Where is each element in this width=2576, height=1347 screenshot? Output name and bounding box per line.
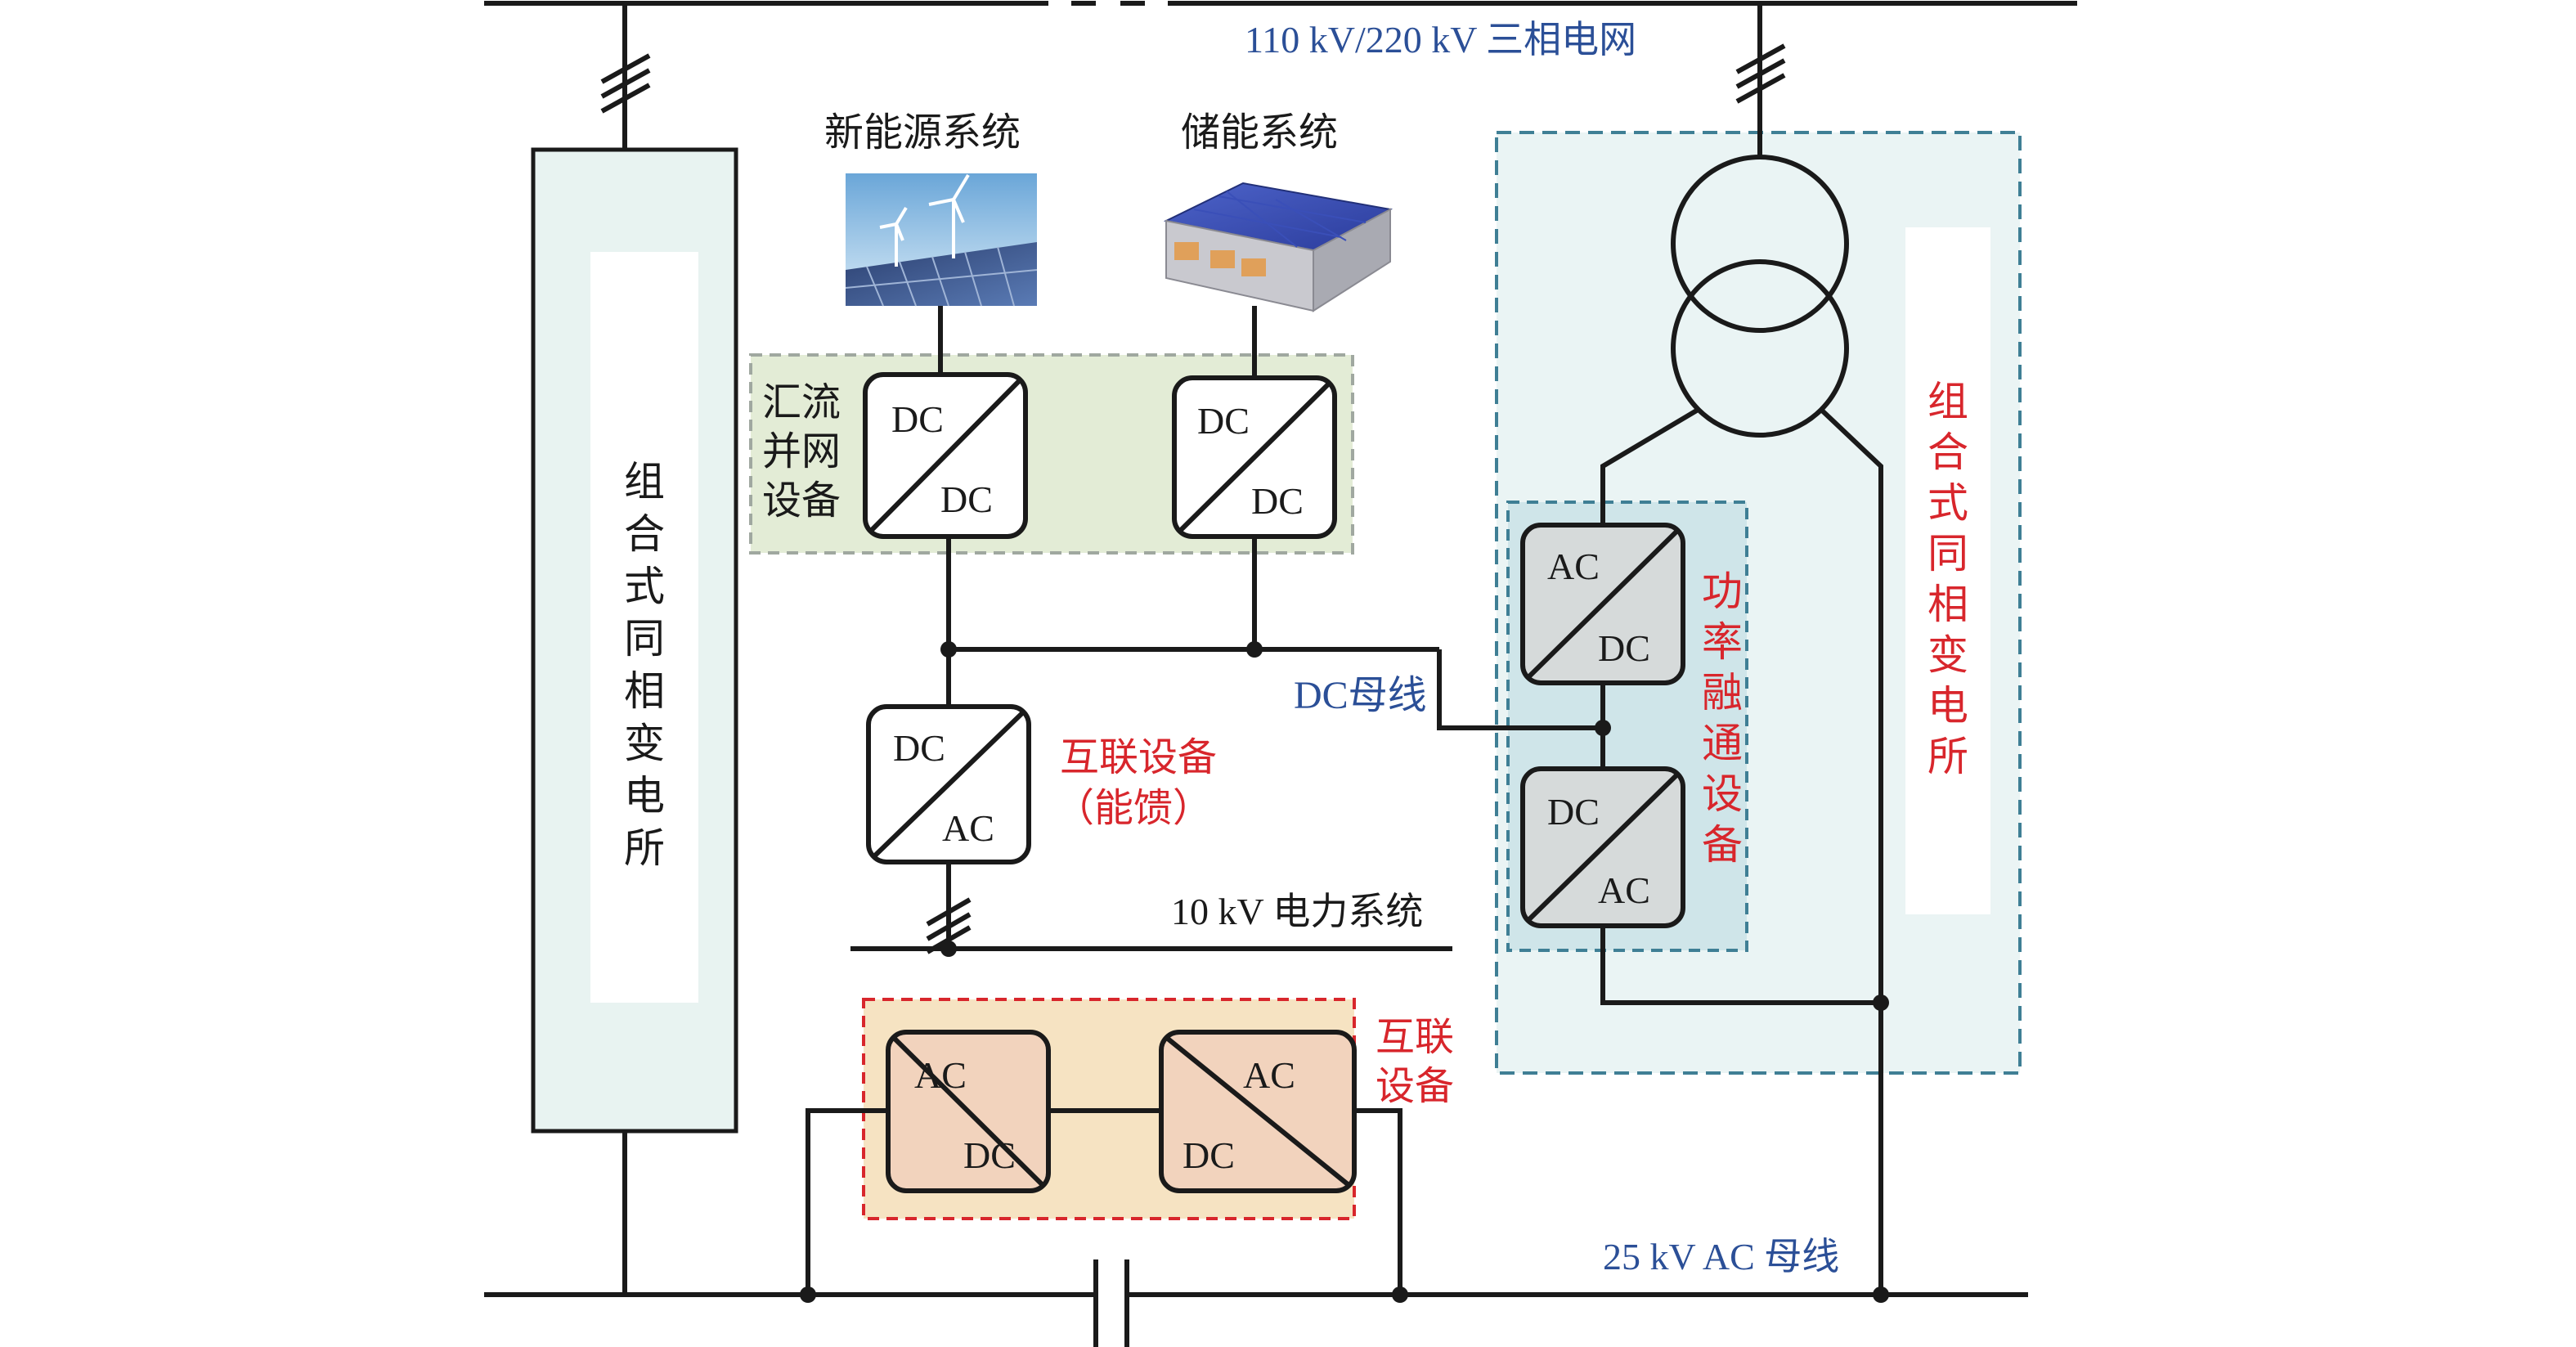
vertical-label-char: 合 [624,511,665,557]
converter-acdc-inter-left: AC DC [886,1030,1051,1193]
converter-bottom-label: DC [940,478,993,520]
grid-label: 110 kV/220 kV 三相电网 [1245,19,1636,61]
junction-dots [800,641,1889,1303]
renewable-image [845,173,1038,307]
vertical-label-char: 组 [624,459,665,505]
converter-bottom-label: DC [1183,1134,1235,1176]
transformer-wiring [1600,406,1883,1295]
vertical-label-char: 功 [1702,568,1743,614]
converter-top-label: DC [893,727,945,769]
converter-top-label: AC [914,1054,967,1096]
converter-top-label: AC [1243,1054,1295,1096]
right-feed-top [1735,3,1786,157]
converter-bottom-label: DC [1251,480,1304,522]
left-feed-top [600,3,651,150]
vertical-label-char: 相 [1928,581,1968,627]
vertical-label-char: 组 [1928,379,1968,424]
interconnect-wiring [806,1108,1402,1295]
vertical-label-char: 备 [1702,822,1743,868]
vertical-label-char: 所 [1928,734,1968,779]
vertical-label-char: 通 [1702,721,1743,766]
ac-bus-label: 25 kV AC 母线 [1603,1236,1839,1277]
transformer [1671,155,1849,438]
vertical-label-char: 变 [1928,632,1968,678]
vertical-label-char: 合 [1928,429,1968,475]
vertical-label-char: 相 [624,668,665,714]
converter-dcac-fusion: DC AC [1520,766,1685,928]
converter-bottom-label: DC [963,1134,1016,1176]
converter-dcdc-storage: DC DC [1172,375,1337,539]
right-substation-label-strip [1905,227,1990,914]
bottom-ac-bus [484,1259,2028,1347]
converter-dcdc-renewable: DC DC [863,372,1028,539]
converter-bottom-label: DC [1598,627,1650,669]
vertical-label-char: 电 [624,773,665,819]
interconnect-feedback-label-2: （能馈） [1055,787,1212,830]
converter-bottom-label: AC [1598,869,1650,911]
converter-dcac-feedback: DC AC [866,704,1031,864]
converter-bottom-label: AC [942,807,994,849]
interconnect-feedback-label-1: 互联设备 [1060,736,1217,779]
storage-label: 储能系统 [1181,111,1338,155]
combiner-label-3: 设备 [762,479,841,523]
converter-top-label: DC [891,398,944,440]
interconnect-label-2: 设备 [1376,1065,1454,1108]
vertical-label-char: 同 [1928,531,1968,577]
power-system-label: 10 kV 电力系统 [1171,891,1423,932]
vertical-label-char: 变 [624,721,665,766]
renewable-label: 新能源系统 [824,111,1021,155]
vertical-label-char: 融 [1702,670,1743,716]
converter-acdc-fusion: AC DC [1520,523,1685,685]
converter-top-label: AC [1547,546,1600,587]
converter-acdc-inter-right: AC DC [1159,1030,1357,1193]
vertical-label-char: 所 [624,825,665,871]
vertical-label-char: 同 [624,616,665,662]
converter-top-label: DC [1547,791,1600,833]
battery-image [1163,182,1393,312]
vertical-label-char: 式 [1928,480,1968,526]
combiner-label-1: 汇流 [762,381,841,424]
vertical-label-char: 电 [1928,683,1968,729]
combiner-label-2: 并网 [762,430,841,474]
interconnect-label-1: 互联 [1376,1016,1454,1059]
dc-bus-label: DC母线 [1294,674,1427,717]
converter-top-label: DC [1197,400,1250,442]
left-substation-label-strip [590,252,698,1003]
vertical-label-char: 式 [624,563,665,609]
vertical-label-char: 率 [1702,619,1743,665]
vertical-label-char: 设 [1702,771,1743,817]
